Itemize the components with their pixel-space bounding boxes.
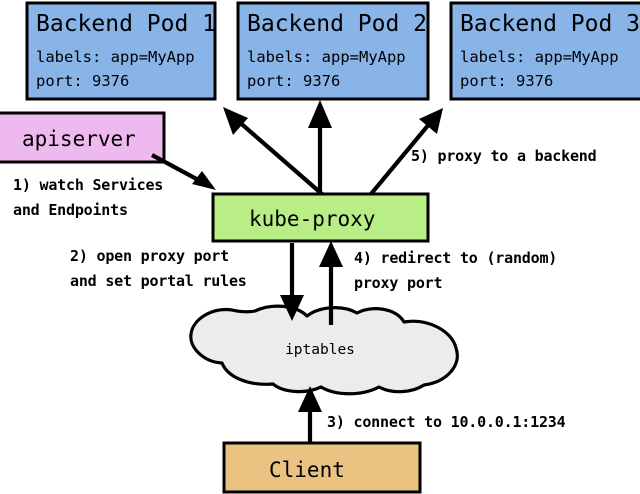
backend-pod-3-box [449, 1, 640, 101]
apiserver-node[interactable]: apiserver [0, 111, 166, 164]
arrowhead-kubeproxy-iptables [280, 295, 304, 321]
backend-pod-1[interactable]: Backend Pod 1 labels: app=MyApp port: 93… [25, 1, 217, 101]
arrowhead-apiserver-kubeproxy [192, 171, 216, 190]
step-3-line-1: 3) connect to 10.0.0.1:1234 [327, 413, 566, 431]
step-1-line-2: and Endpoints [13, 201, 128, 219]
edge-client-to-iptables [298, 386, 322, 443]
iptables-label: iptables [285, 342, 355, 358]
edge-kubeproxy-to-iptables [280, 243, 304, 321]
step-label-5: 5) proxy to a backend [411, 147, 597, 165]
arrowhead-kubeproxy-pod3 [419, 108, 443, 134]
step-1-line-1: 1) watch Services [13, 176, 163, 194]
backend-pod-2-title: Backend Pod 2 [247, 11, 427, 37]
iptables-cloud-shape [189, 304, 459, 396]
iptables-node[interactable]: iptables [189, 304, 459, 396]
backend-pod-2-port: port: 9376 [247, 72, 340, 90]
kube-proxy-node[interactable]: kube-proxy [211, 192, 430, 243]
step-label-2: 2) open proxy port and set portal rules [70, 247, 247, 290]
arrowhead-kubeproxy-pod1 [223, 107, 248, 135]
step-2-line-1: 2) open proxy port [70, 247, 229, 265]
step-4-line-2: proxy port [354, 274, 442, 292]
apiserver-box [0, 111, 166, 164]
backend-pod-3-title: Backend Pod 3 [460, 11, 640, 37]
client-node[interactable]: Client [222, 441, 422, 494]
backend-pod-1-title: Backend Pod 1 [36, 11, 216, 37]
backend-pod-1-port: port: 9376 [36, 72, 129, 90]
step-2-line-2: and set portal rules [70, 272, 247, 290]
step-label-3: 3) connect to 10.0.0.1:1234 [327, 413, 566, 431]
step-4-line-1: 4) redirect to (random) [354, 249, 557, 267]
backend-pod-2[interactable]: Backend Pod 2 labels: app=MyApp port: 93… [236, 1, 430, 101]
arrowhead-iptables-kubeproxy [319, 241, 343, 267]
edge-iptables-to-kubeproxy [319, 241, 343, 325]
backend-pod-3-labels: labels: app=MyApp [460, 48, 619, 66]
backend-pod-1-box [25, 1, 217, 101]
step-label-1: 1) watch Services and Endpoints [13, 176, 163, 219]
client-box [222, 441, 422, 494]
step-5-line-1: 5) proxy to a backend [411, 147, 596, 165]
kube-proxy-box [211, 192, 430, 243]
backend-pod-3-port: port: 9376 [460, 72, 553, 90]
backend-pod-2-labels: labels: app=MyApp [247, 48, 406, 66]
arrowhead-kubeproxy-pod2 [308, 100, 332, 128]
backend-pod-3[interactable]: Backend Pod 3 labels: app=MyApp port: 93… [449, 1, 640, 101]
client-label: Client [269, 458, 345, 482]
step-label-4: 4) redirect to (random) proxy port [354, 249, 557, 292]
kube-proxy-label: kube-proxy [249, 207, 375, 231]
edge-kubeproxy-to-pod1 [223, 107, 324, 196]
backend-pod-2-box [236, 1, 430, 101]
backend-pod-1-labels: labels: app=MyApp [36, 48, 195, 66]
apiserver-label: apiserver [22, 127, 136, 151]
edge-apiserver-to-kubeproxy [151, 153, 216, 190]
edge-kubeproxy-to-pod3 [369, 108, 443, 196]
edge-kubeproxy-to-pod2 [308, 100, 332, 194]
arrowhead-client-iptables [298, 386, 322, 412]
